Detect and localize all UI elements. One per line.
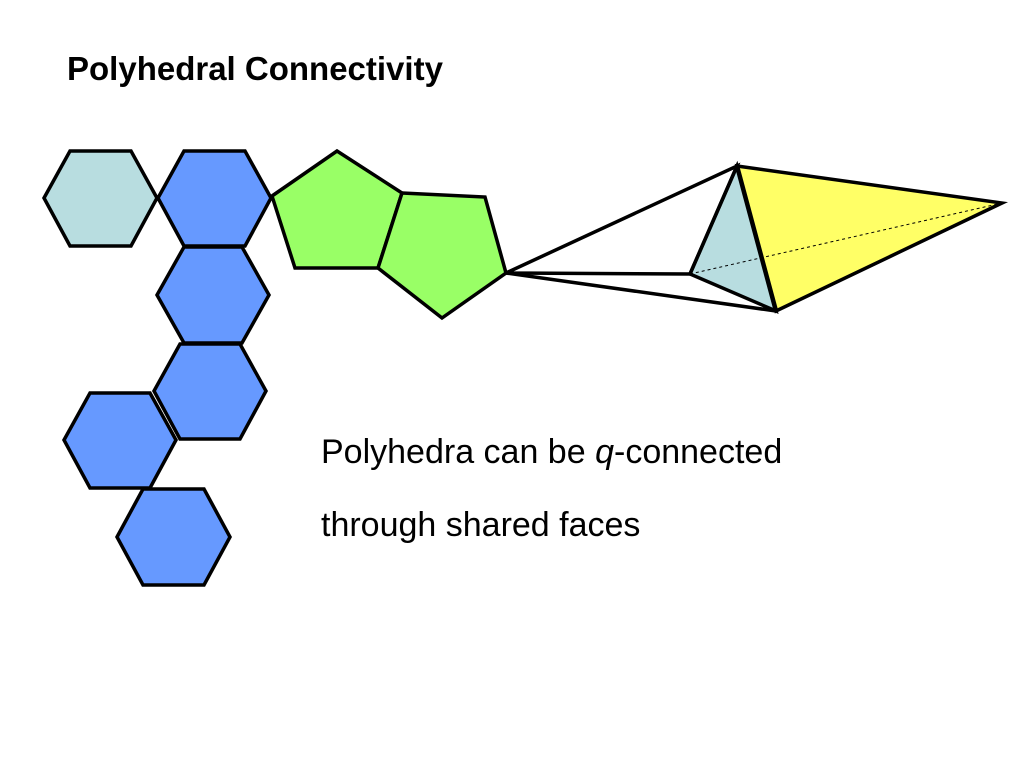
pentagon-green-right: [375, 191, 509, 321]
caption-line-2: through shared faces: [321, 506, 641, 544]
hexagon-blue-bottom: [115, 487, 232, 587]
hexagon-blue-second: [154, 245, 272, 345]
caption: Polyhedra can be q-connected through sha…: [321, 416, 782, 562]
hexagon-light: [42, 149, 159, 248]
caption-variable-q: q: [595, 433, 614, 471]
caption-line-1-after: -connected: [614, 433, 783, 471]
caption-line-1: Polyhedra can be q-connected: [321, 416, 782, 489]
tetra-connector-upper: [505, 162, 741, 276]
tetra-inner-edge: [734, 165, 779, 312]
tetra-hidden-edge: [689, 202, 1003, 275]
caption-line-1-before: Polyhedra can be: [321, 433, 596, 471]
tetra-face-yellow: [734, 163, 1009, 314]
hexagon-blue-third: [152, 342, 268, 441]
page-title: Polyhedral Connectivity: [67, 50, 443, 87]
hexagon-blue-left: [62, 391, 178, 490]
tetra-connector-lower: [505, 271, 777, 313]
hexagon-blue-top: [156, 149, 273, 248]
